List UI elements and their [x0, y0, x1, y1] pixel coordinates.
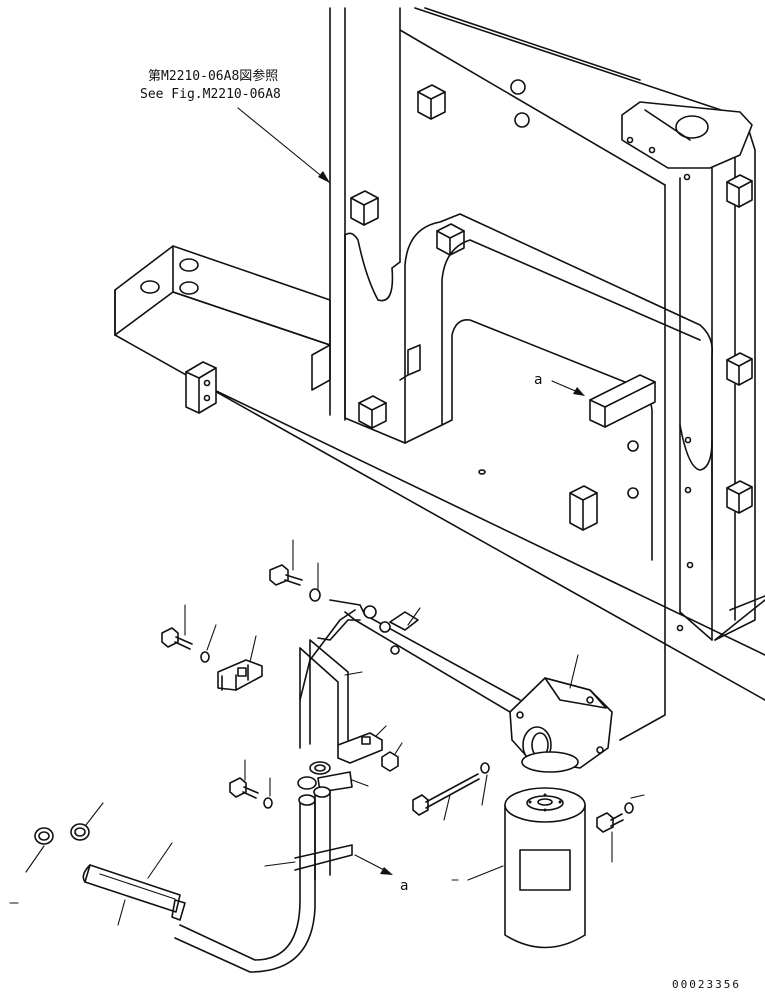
panel-nut — [627, 440, 639, 452]
rubber-mount — [358, 395, 387, 429]
filter-head — [509, 654, 613, 773]
beam-spacer-block — [185, 361, 217, 414]
washer — [309, 588, 321, 602]
reference-leader-line — [237, 107, 331, 184]
reference-label-a-upper: a — [534, 372, 542, 388]
rubber-mount — [569, 485, 598, 531]
reference-marker-a-upper: a — [534, 372, 585, 396]
mount-block-a — [589, 374, 656, 428]
bolt-upper — [269, 539, 303, 586]
bolt-mid — [229, 759, 259, 799]
clip — [297, 771, 369, 793]
panel-nut — [627, 487, 639, 499]
hose-clamp — [25, 827, 54, 873]
rubber-mount — [350, 190, 379, 226]
washer — [480, 762, 490, 774]
reference-note-en: See Fig.M2210-06A8 — [140, 87, 281, 102]
panel-hole — [510, 79, 526, 95]
washer — [624, 802, 634, 814]
oil-hose-assembly — [82, 786, 353, 973]
nut — [381, 742, 403, 772]
rubber-mount — [417, 84, 446, 120]
clamp-bracket-mid — [337, 725, 387, 764]
beam-hole — [179, 258, 199, 272]
reference-marker-a-lower: a — [354, 854, 408, 894]
oil-pipe-upper — [299, 599, 521, 713]
reference-label-a-lower: a — [400, 878, 408, 894]
reference-note: 第M2210-06A8図参照 See Fig.M2210-06A8 — [140, 68, 331, 184]
rubber-mount — [726, 174, 753, 208]
washer — [263, 797, 273, 809]
frame-beam — [114, 245, 765, 701]
hose-stay-bracket — [299, 619, 363, 749]
beam-hole — [140, 280, 160, 294]
rubber-mount — [436, 223, 465, 256]
washer — [200, 651, 210, 663]
reference-note-jp: 第M2210-06A8図参照 — [148, 68, 278, 84]
bolt-left — [161, 604, 193, 650]
hose-clamp — [70, 802, 104, 841]
clip — [309, 761, 331, 775]
bolt-right — [596, 812, 624, 863]
rubber-mount — [726, 480, 753, 514]
drawing-number: 00023356 — [672, 978, 741, 991]
rubber-mount — [726, 352, 753, 386]
reference-arrowhead — [318, 171, 330, 183]
oil-filter-cartridge — [467, 787, 586, 949]
filter-head-bolt — [412, 773, 480, 821]
clamp-bracket-left — [217, 635, 263, 691]
beam-hole — [179, 281, 199, 295]
panel-hole — [514, 112, 530, 128]
radiator-frame — [311, 7, 765, 741]
